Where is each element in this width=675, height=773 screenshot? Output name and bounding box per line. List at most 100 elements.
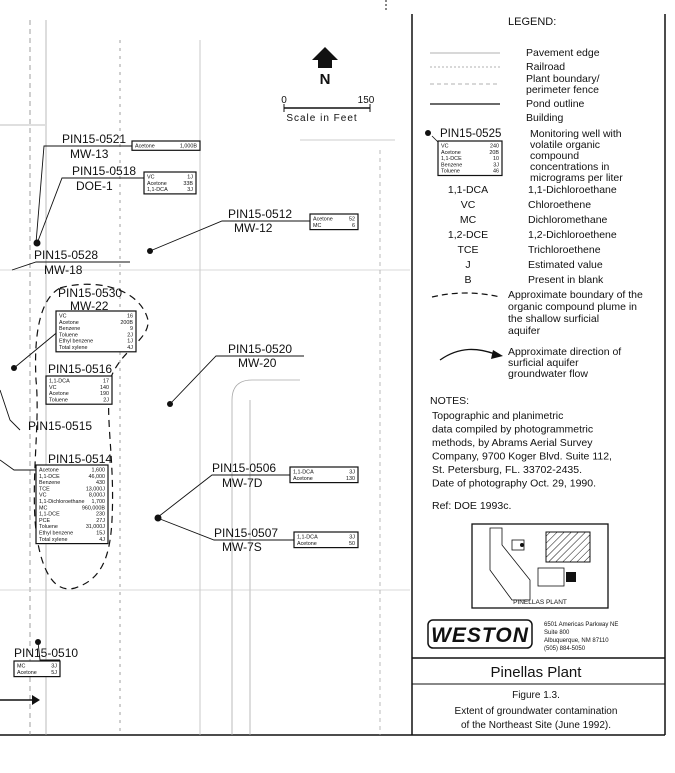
plant-title: Pinellas Plant: [491, 664, 583, 681]
compound-name: 1,1-Dichloroethane: [39, 499, 85, 505]
svg-text:Albuquerque, NM 87110: Albuquerque, NM 87110: [544, 638, 609, 644]
notes-ref: Ref: DOE 1993c.: [432, 500, 511, 512]
notes-line: Company, 9700 Koger Blvd. Suite 112,: [432, 451, 612, 463]
compound-name: Toluene: [59, 332, 78, 338]
compound-name: Acetone: [313, 217, 333, 223]
compound-value: 6: [352, 223, 355, 229]
compound-name: PCE: [39, 518, 50, 524]
compound-name: 1,1-DCA: [49, 379, 70, 385]
well-id: PIN15-0518: [72, 164, 136, 178]
compound-value: 960,000B: [82, 505, 105, 511]
well-id: PIN15-0506: [212, 461, 276, 475]
compound-value: 4J: [127, 345, 133, 351]
compound-name: Ethyl benzene: [39, 531, 73, 537]
legend: LEGEND: Pavement edge Railroad Plant bou…: [425, 16, 643, 380]
compound-name: Acetone: [293, 476, 313, 482]
compound-name: Acetone: [441, 150, 461, 156]
notes-line: methods, by Abrams Aerial Survey: [432, 437, 593, 449]
compound-value: 33B: [183, 181, 193, 187]
well-alias: MW-7D: [222, 476, 263, 490]
abbreviation-meaning: Estimated value: [528, 259, 603, 271]
compound-name: Ethyl benzene: [59, 339, 93, 345]
compound-value: 31,000J: [86, 524, 105, 530]
compound-name: Acetone: [49, 391, 69, 397]
compound-value: 130: [346, 476, 355, 482]
abbreviation-code: J: [465, 259, 470, 271]
compound-value: 1,000B: [180, 144, 197, 150]
figure-number: Figure 1.3.: [512, 690, 560, 701]
compound-name: Acetone: [17, 670, 37, 676]
compound-value: 2J: [103, 397, 109, 403]
compound-value: 9: [130, 326, 133, 332]
compound-value: 2J: [127, 332, 133, 338]
compound-value: 200B: [120, 320, 133, 326]
well-alias: MW-20: [238, 356, 277, 370]
legend-title: LEGEND:: [508, 16, 556, 28]
well-markers: [11, 239, 173, 645]
well-alias: MW-7S: [222, 540, 262, 554]
well-alias: MW-22: [70, 299, 109, 313]
compound-value: 1J: [127, 339, 133, 345]
compound-name: MC: [17, 664, 25, 670]
abbreviation-code: TCE: [458, 244, 479, 256]
abbreviation-code: MC: [460, 214, 477, 226]
concentration-box: 1,1-DCA 3J Acetone 130: [289, 466, 359, 484]
compound-value: 46: [493, 169, 499, 175]
compound-name: Benzene: [39, 480, 60, 486]
compound-name: 1,1-DCA: [297, 535, 318, 541]
compound-value: 3J: [51, 664, 57, 670]
compound-name: Benzene: [441, 162, 462, 168]
compound-name: Acetone: [147, 181, 167, 187]
compound-name: MC: [313, 223, 321, 229]
well-id: PIN15-0516: [48, 362, 112, 376]
compound-value: 16: [127, 314, 133, 320]
concentration-box: MC 3J Acetone 5J: [13, 660, 61, 678]
inset-label: PINELLAS PLANT: [513, 599, 567, 606]
compound-value: 5J: [51, 670, 57, 676]
well-alias: DOE-1: [76, 179, 113, 193]
compound-value: 230: [96, 512, 105, 518]
groundwater-flow-arrow: [0, 695, 40, 705]
abbreviation-meaning: 1,1-Dichloroethane: [528, 184, 617, 196]
svg-text:Scale in Feet: Scale in Feet: [286, 113, 357, 124]
compound-name: Toluene: [441, 169, 460, 175]
plume-boundary: [33, 283, 149, 590]
compound-value: 50: [349, 541, 355, 547]
compound-name: Acetone: [297, 541, 317, 547]
compound-value: 4J: [99, 537, 105, 543]
compound-value: 10: [493, 156, 499, 162]
compound-value: 13,000J: [86, 486, 105, 492]
svg-text:Pond outline: Pond outline: [526, 98, 585, 110]
inset-map: PINELLAS PLANT: [471, 523, 609, 609]
compound-name: Acetone: [39, 468, 59, 474]
well-id: PIN15-0520: [228, 342, 292, 356]
notes-line: data compiled by photogrammetric: [432, 424, 593, 436]
compound-name: 1,1-DCA: [293, 470, 314, 476]
compound-value: 8,000J: [89, 493, 105, 499]
compound-value: 1,600: [92, 468, 106, 474]
compound-value: 15J: [96, 531, 105, 537]
compound-name: TCE: [39, 486, 50, 492]
compound-name: Acetone: [59, 320, 79, 326]
compound-name: Toluene: [49, 397, 68, 403]
compound-name: VC: [59, 314, 67, 320]
compound-value: 3J: [493, 162, 499, 168]
well-alias: MW-18: [44, 263, 83, 277]
abbreviation-meaning: 1,2-Dichloroethene: [528, 229, 617, 241]
title-block: Pinellas Plant Figure 1.3. Extent of gro…: [412, 657, 665, 731]
svg-text:Railroad: Railroad: [526, 61, 565, 73]
compound-value: 52: [349, 217, 355, 223]
compound-value: 3J: [349, 470, 355, 476]
compound-name: VC: [39, 493, 47, 499]
compound-name: Total xylene: [39, 537, 67, 543]
well-id: PIN15-0515: [28, 419, 92, 433]
well-id: PIN15-0530: [58, 286, 122, 300]
